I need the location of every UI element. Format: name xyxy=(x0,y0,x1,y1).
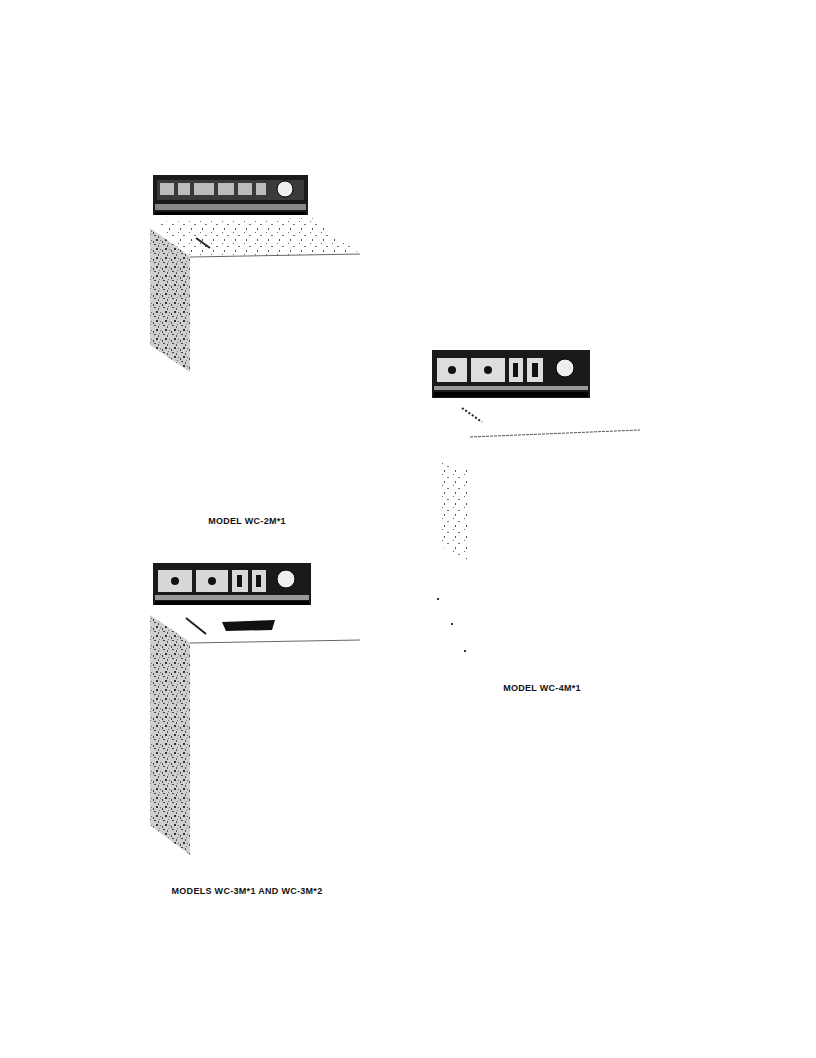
model-caption: MODEL WC-2M*1 xyxy=(208,516,286,526)
washer-figure-2 xyxy=(150,563,360,855)
model-caption: MODEL WC-4M*1 xyxy=(503,683,581,693)
model-caption: MODELS WC-3M*1 AND WC-3M*2 xyxy=(172,886,323,896)
washer-figure-3 xyxy=(432,350,640,652)
washer-figure-1 xyxy=(150,175,360,372)
